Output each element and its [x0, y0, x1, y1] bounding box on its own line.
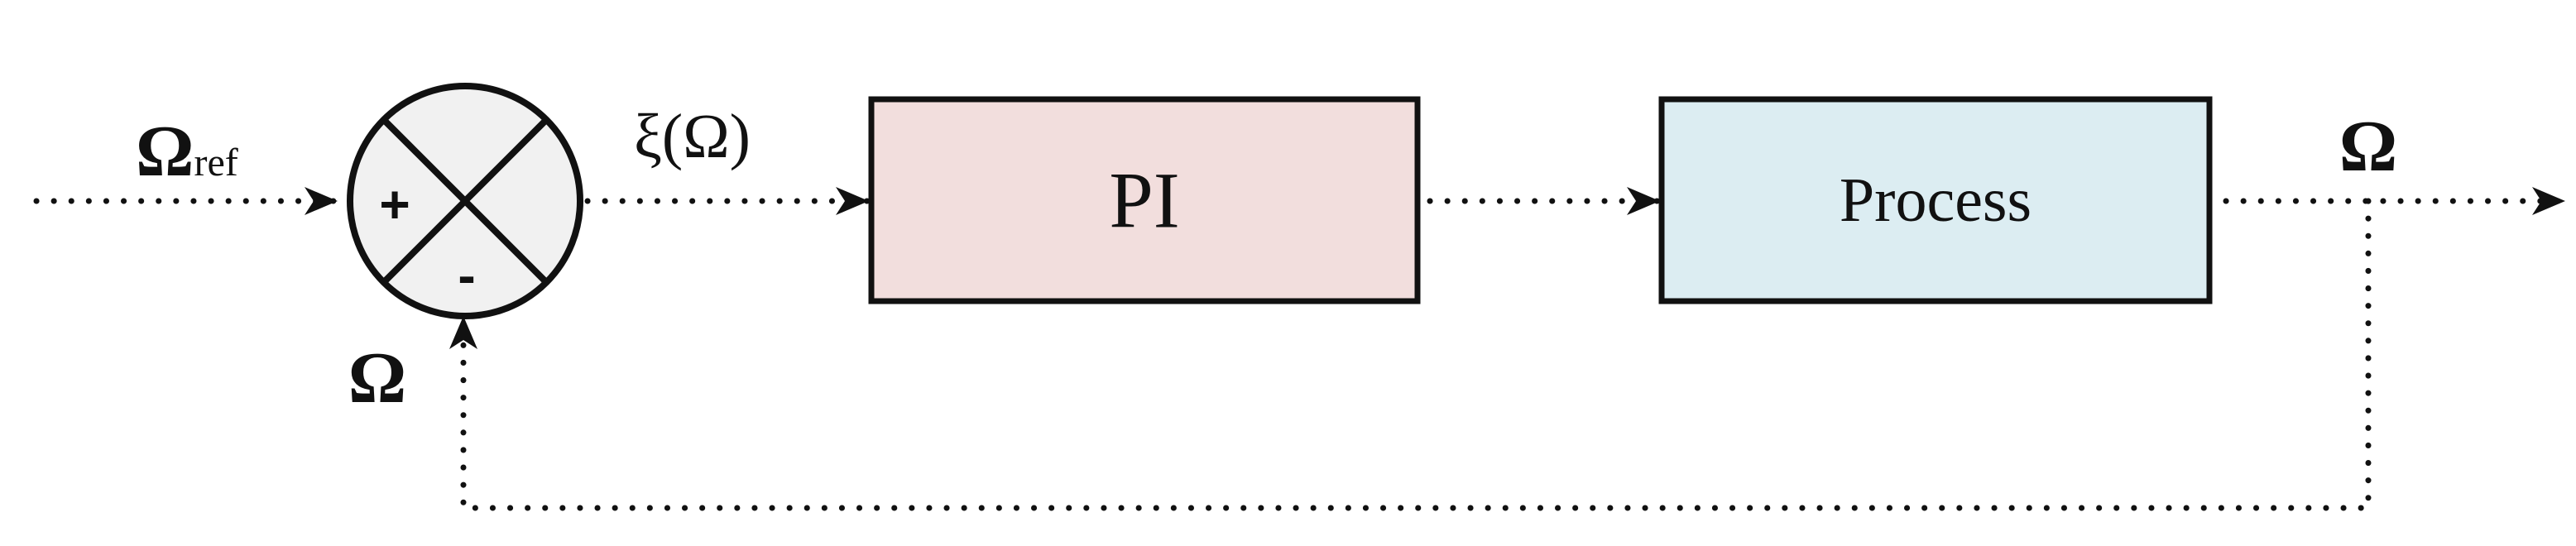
plus-sign: +	[379, 175, 410, 234]
summing-junction-cross-line	[381, 117, 549, 285]
process-block	[1658, 96, 2213, 304]
feedback-signal-label: Ω	[348, 338, 406, 419]
minus-sign: -	[458, 246, 475, 305]
process-label: Process	[1840, 165, 2032, 235]
reference-signal-label: Ωref	[136, 112, 238, 192]
feedback-path-arrow	[449, 198, 2372, 511]
pi-controller-label: PI	[1109, 156, 1179, 245]
output-signal-label: Ω	[2339, 107, 2397, 187]
error-signal-label: ξ(Ω)	[634, 102, 751, 171]
reference-subscript: ref	[194, 141, 237, 184]
pi-controller-block	[868, 96, 1421, 304]
summing-junction: + -	[347, 83, 583, 319]
reference-symbol: Ω	[136, 112, 194, 192]
